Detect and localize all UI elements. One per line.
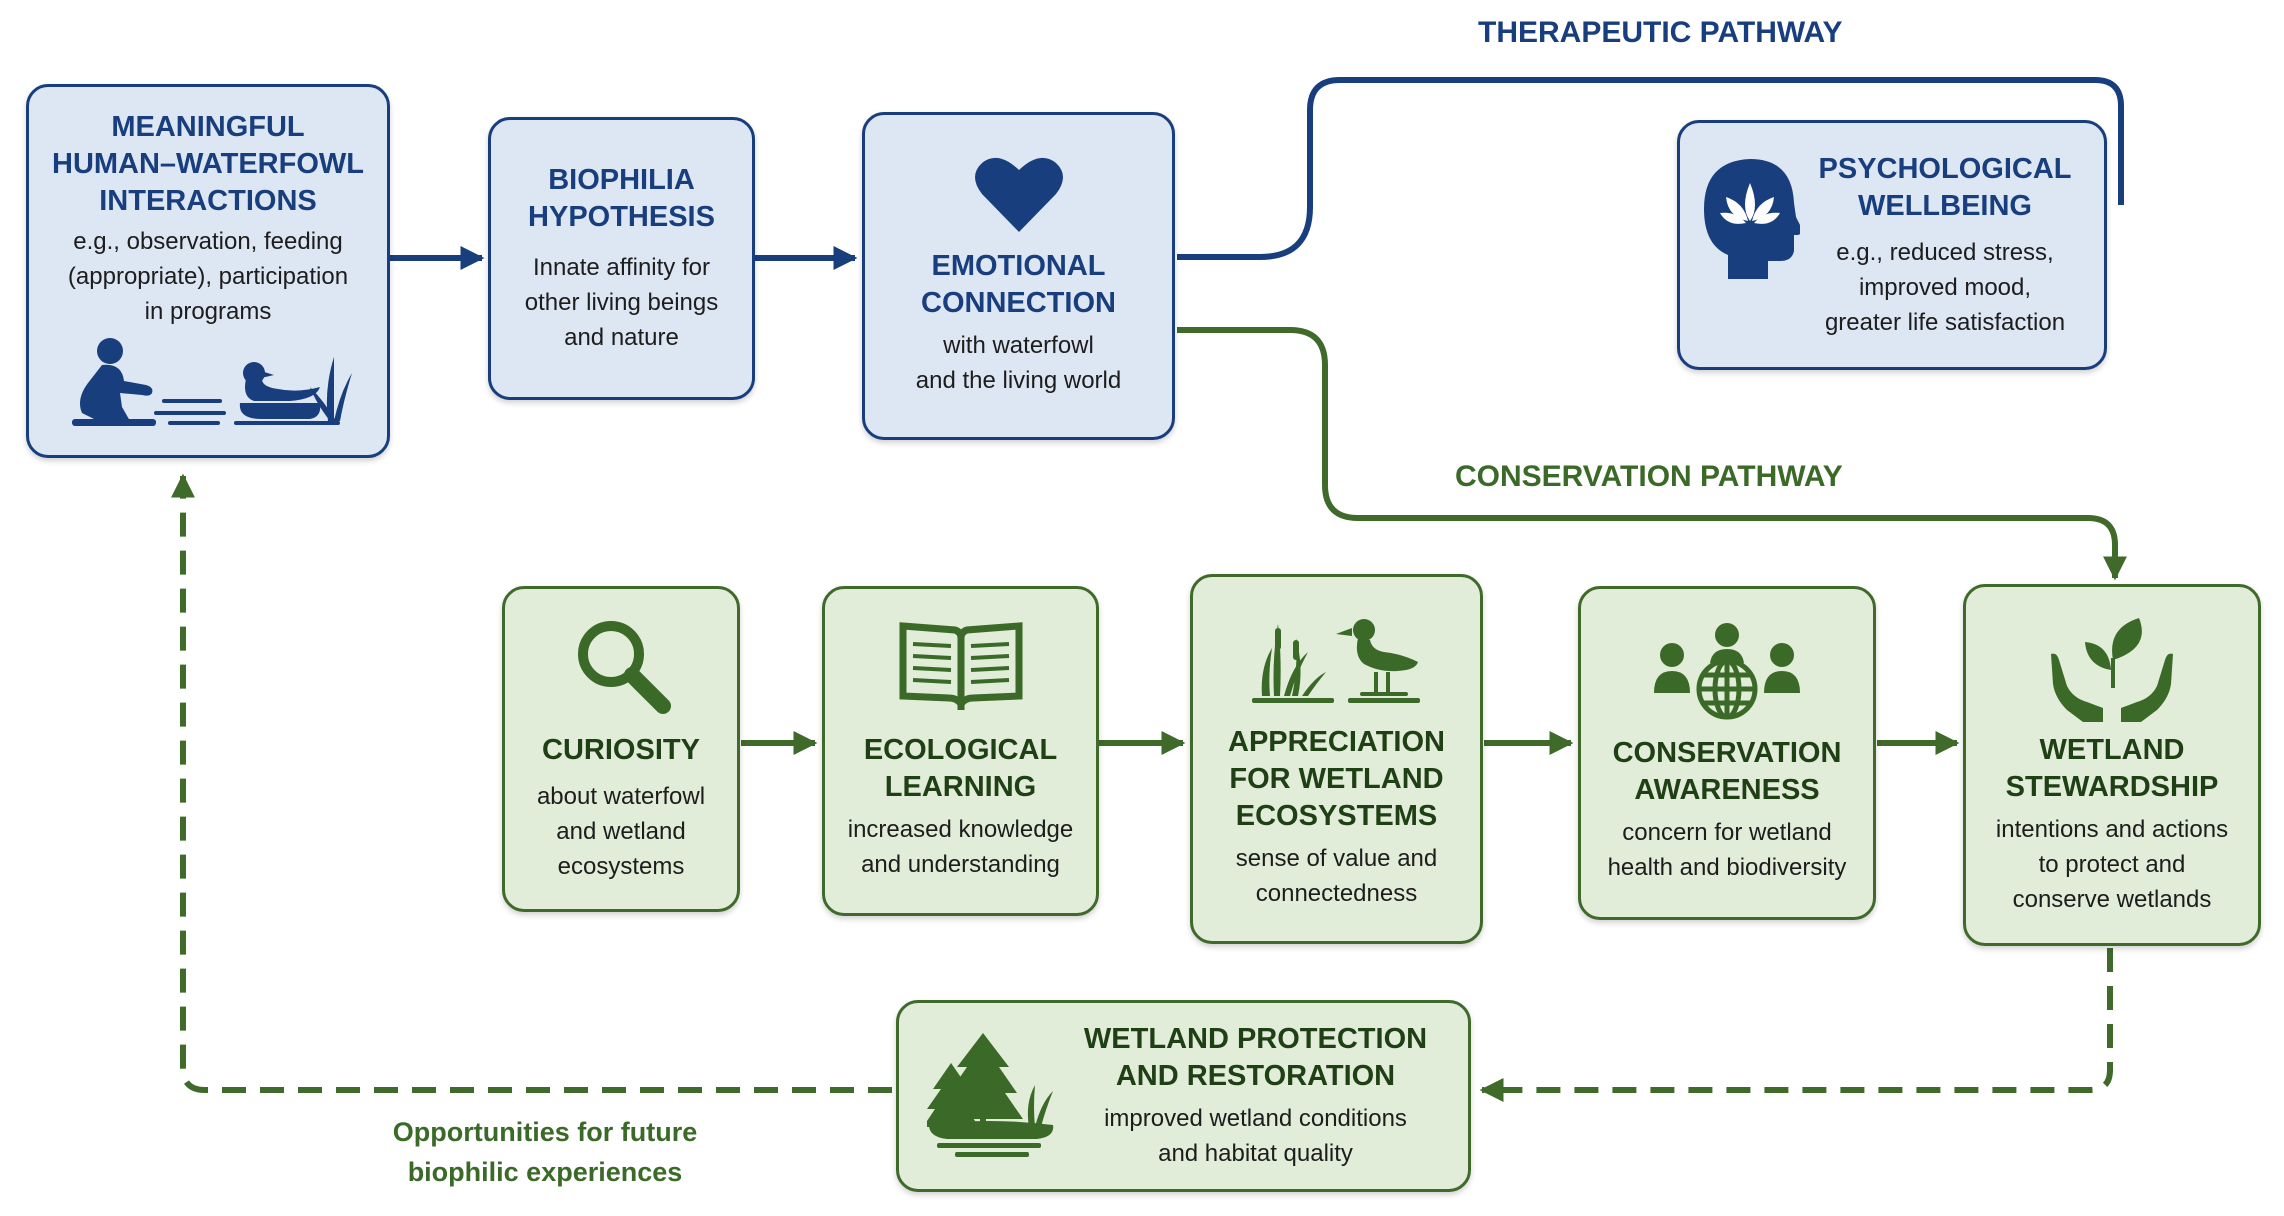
magnifier-icon bbox=[571, 614, 671, 714]
node-title-line: INTERACTIONS bbox=[99, 185, 317, 217]
node-curiosity: CURIOSITY about waterfowl and wetland ec… bbox=[502, 586, 740, 912]
node-wetland-protection: WETLAND PROTECTION AND RESTORATION impro… bbox=[896, 1000, 1471, 1192]
protection-text: WETLAND PROTECTION AND RESTORATION impro… bbox=[1057, 1021, 1454, 1171]
node-title-line: STEWARDSHIP bbox=[2005, 770, 2219, 803]
node-description: concern for wetland health and biodivers… bbox=[1608, 815, 1847, 885]
node-title-line: MEANINGFUL bbox=[111, 111, 305, 143]
node-title: WETLAND STEWARDSHIP bbox=[2006, 732, 2219, 806]
node-title-line: AND RESTORATION bbox=[1115, 1060, 1396, 1092]
node-title-line: WETLAND bbox=[2039, 733, 2185, 766]
node-title: MEANINGFUL HUMAN–WATERFOWL INTERACTIONS bbox=[52, 109, 364, 220]
node-title: ECOLOGICAL LEARNING bbox=[864, 732, 1057, 806]
node-title: WETLAND PROTECTION AND RESTORATION bbox=[1084, 1021, 1427, 1095]
node-desc-line: sense of value and bbox=[1235, 844, 1438, 872]
feedback-label-line: biophilic experiences bbox=[407, 1157, 683, 1187]
conservation-pathway-line bbox=[1177, 327, 2127, 581]
hands-sprout-icon bbox=[2047, 614, 2177, 724]
node-wetland-stewardship: WETLAND STEWARDSHIP intentions and actio… bbox=[1963, 584, 2261, 946]
therapeutic-pathway-line bbox=[1177, 77, 2124, 260]
node-title: BIOPHILIA HYPOTHESIS bbox=[528, 162, 715, 236]
node-title-line: APPRECIATION bbox=[1228, 725, 1445, 758]
node-desc-line: and the living world bbox=[915, 367, 1122, 394]
node-desc-line: concern for wetland bbox=[1622, 819, 1832, 846]
node-desc-line: to protect and bbox=[2038, 850, 2186, 878]
open-book-icon bbox=[899, 620, 1023, 710]
node-title-line: HUMAN–WATERFOWL bbox=[52, 148, 364, 180]
node-description: with waterfowl and the living world bbox=[916, 328, 1121, 398]
feedback-label: Opportunities for future biophilic exper… bbox=[330, 1112, 760, 1192]
dashed-stewardship-to-protection bbox=[1479, 948, 2113, 1102]
node-title-line: HYPOTHESIS bbox=[528, 201, 715, 233]
node-desc-line: and understanding bbox=[861, 851, 1060, 878]
node-title: CURIOSITY bbox=[542, 732, 700, 769]
conservation-pathway-label: CONSERVATION PATHWAY bbox=[1455, 460, 1843, 493]
people-globe-icon bbox=[1652, 621, 1802, 721]
heart-icon bbox=[974, 154, 1064, 234]
node-description: intentions and actions to protect and co… bbox=[1996, 812, 2228, 917]
node-title-line: ECOLOGICAL bbox=[863, 734, 1058, 766]
node-title: APPRECIATION FOR WETLAND ECOSYSTEMS bbox=[1228, 724, 1445, 835]
node-desc-line: e.g., observation, feeding bbox=[73, 228, 343, 255]
node-description: improved wetland conditions and habitat … bbox=[1104, 1101, 1407, 1171]
node-title-line: PSYCHOLOGICAL bbox=[1818, 152, 2072, 185]
node-desc-line: improved wetland conditions bbox=[1104, 1105, 1407, 1132]
person-feeding-duck-icon bbox=[58, 337, 358, 427]
node-title-line: LEARNING bbox=[884, 771, 1037, 803]
dashed-protection-to-interactions bbox=[171, 473, 892, 1093]
node-desc-line: connectedness bbox=[1255, 879, 1418, 907]
node-title-line: FOR WETLAND bbox=[1229, 762, 1444, 795]
node-title-line: AWARENESS bbox=[1634, 774, 1820, 806]
node-desc-line: with waterfowl bbox=[943, 332, 1094, 359]
node-title-line: WELLBEING bbox=[1858, 189, 2032, 222]
node-emotional-connection: EMOTIONAL CONNECTION with waterfowl and … bbox=[862, 112, 1175, 440]
node-desc-line: and habitat quality bbox=[1158, 1140, 1353, 1167]
node-description: Innate affinity for other living beings … bbox=[525, 250, 718, 355]
node-desc-line: in programs bbox=[144, 298, 272, 325]
node-title: CONSERVATION AWARENESS bbox=[1613, 735, 1842, 809]
node-psychological-wellbeing: PSYCHOLOGICAL WELLBEING e.g., reduced st… bbox=[1677, 120, 2107, 370]
node-meaningful-interactions: MEANINGFUL HUMAN–WATERFOWL INTERACTIONS … bbox=[26, 84, 390, 458]
node-desc-line: and nature bbox=[564, 324, 679, 351]
node-desc-line: intentions and actions bbox=[1995, 815, 2229, 843]
node-title-line: CURIOSITY bbox=[542, 734, 700, 766]
node-desc-line: about waterfowl bbox=[536, 783, 706, 810]
node-title-line: ECOSYSTEMS bbox=[1235, 799, 1438, 832]
node-title-line: EMOTIONAL bbox=[931, 250, 1106, 282]
node-title-line: WETLAND PROTECTION bbox=[1083, 1023, 1428, 1055]
node-ecological-learning: ECOLOGICAL LEARNING increased knowledge … bbox=[822, 586, 1099, 916]
node-desc-line: e.g., reduced stress, bbox=[1836, 238, 2054, 266]
node-desc-line: ecosystems bbox=[557, 853, 685, 880]
trees-wetland-icon bbox=[927, 1033, 1057, 1159]
node-desc-line: (appropriate), participation bbox=[67, 263, 349, 290]
node-desc-line: other living beings bbox=[524, 289, 719, 316]
reeds-duck-icon bbox=[1251, 608, 1422, 708]
therapeutic-pathway-label: THERAPEUTIC PATHWAY bbox=[1478, 16, 1843, 49]
node-desc-line: increased knowledge bbox=[847, 816, 1074, 843]
node-title-line: CONSERVATION bbox=[1612, 737, 1842, 769]
node-description: e.g., observation, feeding (appropriate)… bbox=[68, 224, 348, 329]
node-title: EMOTIONAL CONNECTION bbox=[921, 248, 1116, 322]
node-description: e.g., reduced stress, improved mood, gre… bbox=[1825, 235, 2065, 340]
wellbeing-text: PSYCHOLOGICAL WELLBEING e.g., reduced st… bbox=[1800, 151, 2090, 340]
node-description: about waterfowl and wetland ecosystems bbox=[537, 779, 705, 884]
node-title: PSYCHOLOGICAL WELLBEING bbox=[1819, 151, 2072, 225]
node-biophilia-hypothesis: BIOPHILIA HYPOTHESIS Innate affinity for… bbox=[488, 117, 755, 400]
node-desc-line: improved mood, bbox=[1858, 273, 2032, 301]
node-desc-line: conserve wetlands bbox=[2012, 885, 2212, 913]
node-title-line: BIOPHILIA bbox=[548, 164, 695, 196]
node-conservation-awareness: CONSERVATION AWARENESS concern for wetla… bbox=[1578, 586, 1876, 920]
node-desc-line: greater life satisfaction bbox=[1824, 308, 2066, 336]
node-description: sense of value and connectedness bbox=[1236, 841, 1437, 911]
node-desc-line: Innate affinity for bbox=[532, 254, 710, 281]
node-appreciation-wetland: APPRECIATION FOR WETLAND ECOSYSTEMS sens… bbox=[1190, 574, 1483, 944]
feedback-label-line: Opportunities for future bbox=[392, 1117, 698, 1147]
node-description: increased knowledge and understanding bbox=[848, 812, 1073, 882]
node-desc-line: health and biodiversity bbox=[1607, 854, 1847, 881]
node-title-line: CONNECTION bbox=[921, 287, 1116, 319]
node-desc-line: and wetland bbox=[556, 818, 686, 845]
head-lotus-icon bbox=[1698, 151, 1800, 281]
